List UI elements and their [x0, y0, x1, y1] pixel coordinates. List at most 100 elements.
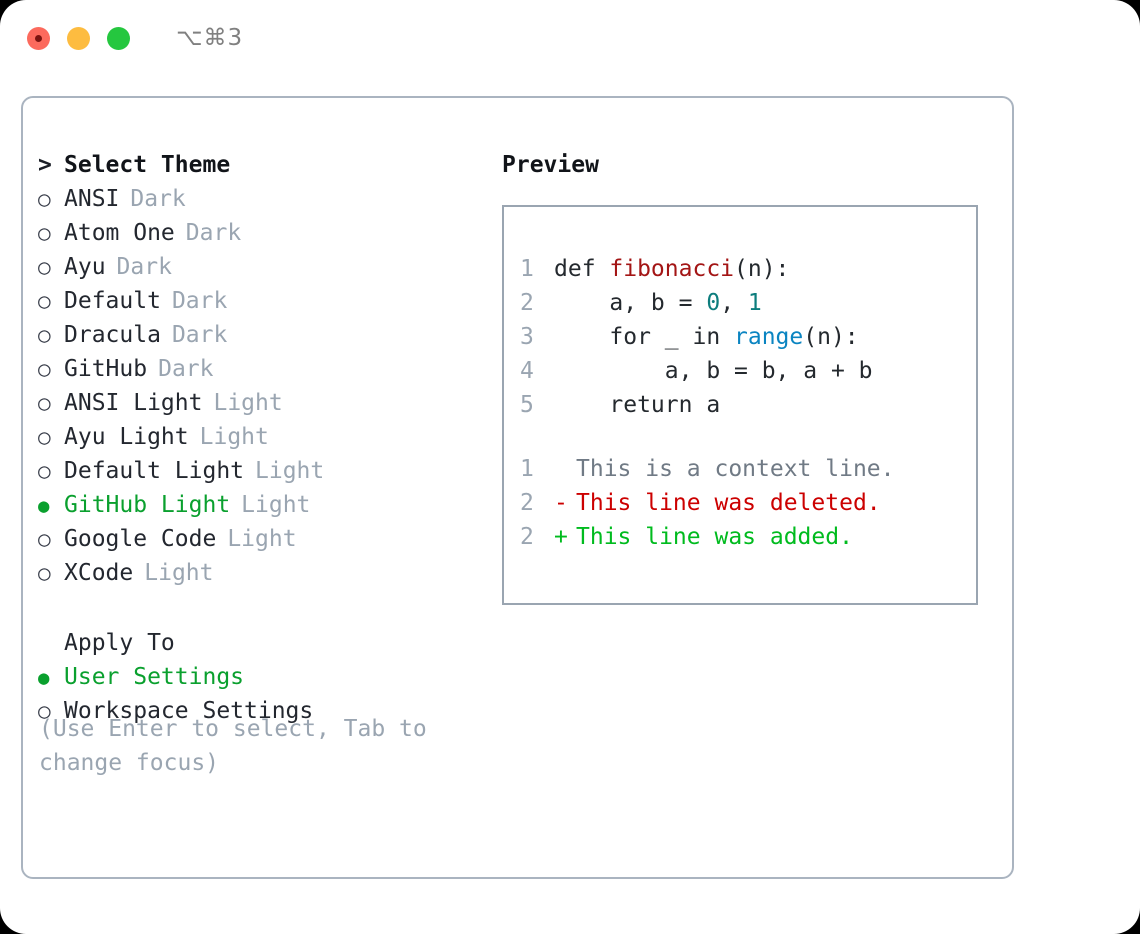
window-title: ⌥⌘3 — [176, 25, 244, 51]
theme-option-google-code[interactable]: ○ Google Code Light — [38, 522, 478, 556]
code-line: 5 return a — [520, 388, 968, 422]
diff-line-context: 1 This is a context line. — [520, 452, 968, 486]
code-line: 4 a, b = b, a + b — [520, 354, 968, 388]
radio-unselected-icon: ○ — [38, 289, 51, 313]
code-preview-area: 1 def fibonacci(n): 2 a, b = 0, 1 3 for … — [520, 252, 968, 554]
code-token: 1 — [747, 290, 762, 316]
theme-option-default[interactable]: ○ Default Dark — [38, 284, 478, 318]
theme-option-tag: Light — [255, 458, 325, 484]
code-token: (n): — [803, 324, 859, 350]
apply-to-label: Apply To — [64, 630, 175, 656]
theme-option-tag: Dark — [116, 254, 172, 280]
apply-to-option-label: User Settings — [64, 664, 245, 690]
theme-option-label: ANSI Light — [64, 390, 203, 416]
line-number: 1 — [520, 456, 534, 482]
theme-option-tag: Light — [241, 492, 311, 518]
section-spacer — [38, 590, 478, 626]
radio-unselected-icon: ○ — [38, 255, 51, 279]
diff-sign: + — [554, 524, 568, 550]
radio-unselected-icon: ○ — [38, 391, 51, 415]
code-token: a, b = b, a + b — [554, 358, 873, 384]
code-line: 1 def fibonacci(n): — [520, 252, 968, 286]
code-token: , — [720, 290, 748, 316]
line-number: 2 — [520, 490, 534, 516]
code-content: return a — [554, 388, 720, 422]
code-token: a, b = — [554, 290, 707, 316]
code-line: 3 for _ in range(n): — [520, 320, 968, 354]
diff-sign — [554, 452, 576, 486]
radio-unselected-icon: ○ — [38, 459, 51, 483]
theme-option-label: Default Light — [64, 458, 245, 484]
spacer-icon: ○ — [38, 626, 64, 660]
diff-content: This is a context line. — [554, 452, 895, 486]
diff-line-added: 2 +This line was added. — [520, 520, 968, 554]
radio-unselected-icon: ○ — [38, 425, 51, 449]
diff-spacer — [520, 422, 968, 452]
theme-option-tag: Dark — [171, 322, 228, 348]
line-number: 2 — [520, 290, 534, 316]
theme-option-label: Atom One — [64, 220, 175, 246]
theme-option-tag: Dark — [130, 186, 186, 212]
theme-option-ansi[interactable]: ○ ANSI Dark — [38, 182, 478, 216]
code-content: a, b = 0, 1 — [554, 286, 762, 320]
theme-option-github-light[interactable]: ● GitHub Light Light — [38, 488, 478, 522]
code-line: 2 a, b = 0, 1 — [520, 286, 968, 320]
preview-title: Preview — [502, 152, 599, 178]
theme-option-tag: Dark — [158, 356, 214, 382]
radio-unselected-icon: ○ — [38, 357, 51, 381]
apply-to-heading: ○ Apply To — [38, 626, 478, 660]
radio-selected-icon: ● — [38, 495, 50, 517]
zoom-window-button[interactable] — [107, 26, 130, 50]
line-number: 1 — [520, 256, 534, 282]
theme-selector: > Select Theme ○ ANSI Dark ○ Atom One Da… — [38, 148, 478, 728]
diff-text: This is a context line. — [576, 456, 895, 482]
code-content: for _ in range(n): — [554, 320, 859, 354]
code-token: def — [554, 256, 610, 282]
theme-option-label: Default — [64, 288, 161, 314]
main-panel: > Select Theme ○ ANSI Dark ○ Atom One Da… — [21, 96, 1014, 879]
radio-unselected-icon: ○ — [38, 699, 51, 723]
apply-to-option-workspace-settings[interactable]: ○ Workspace Settings — [38, 694, 478, 728]
code-content: def fibonacci(n): — [554, 252, 789, 286]
theme-option-ayu-light[interactable]: ○ Ayu Light Light — [38, 420, 478, 454]
diff-sign: - — [554, 490, 568, 516]
select-theme-label: Select Theme — [64, 152, 231, 178]
select-theme-heading: > Select Theme — [38, 148, 478, 182]
theme-option-label: XCode — [64, 560, 134, 586]
theme-option-ayu[interactable]: ○ Ayu Dark — [38, 250, 478, 284]
code-token: return a — [554, 392, 721, 418]
code-token: (n): — [734, 256, 790, 282]
apply-to-option-user-settings[interactable]: ● User Settings — [38, 660, 478, 694]
theme-option-label: Dracula — [64, 322, 161, 348]
close-window-button[interactable] — [27, 26, 50, 50]
theme-option-xcode[interactable]: ○ XCode Light — [38, 556, 478, 590]
caret-icon: > — [38, 152, 52, 178]
radio-unselected-icon: ○ — [38, 561, 51, 585]
theme-option-tag: Light — [213, 390, 283, 416]
code-token: range — [734, 324, 804, 350]
theme-option-default-light[interactable]: ○ Default Light Light — [38, 454, 478, 488]
theme-option-label: ANSI — [64, 186, 120, 212]
preview-section: Preview 1 def fibonacci(n): 2 a, b = 0, … — [502, 148, 1002, 605]
radio-selected-icon: ● — [38, 667, 50, 689]
theme-option-label: Ayu Light — [64, 424, 189, 450]
panel-body: > Select Theme ○ ANSI Dark ○ Atom One Da… — [23, 98, 1012, 877]
theme-option-label: Ayu — [64, 254, 106, 280]
line-number: 5 — [520, 392, 534, 418]
theme-option-github[interactable]: ○ GitHub Dark — [38, 352, 478, 386]
theme-option-tag: Dark — [171, 288, 228, 314]
theme-option-tag: Light — [144, 560, 214, 586]
title-bar: ⌥⌘3 — [0, 0, 1140, 76]
radio-unselected-icon: ○ — [38, 323, 51, 347]
theme-option-atom-one[interactable]: ○ Atom One Dark — [38, 216, 478, 250]
theme-option-dracula[interactable]: ○ Dracula Dark — [38, 318, 478, 352]
code-token: for _ in — [554, 324, 735, 350]
preview-box: 1 def fibonacci(n): 2 a, b = 0, 1 3 for … — [502, 205, 978, 605]
theme-option-tag: Dark — [185, 220, 242, 246]
theme-option-tag: Light — [227, 526, 297, 552]
minimize-window-button[interactable] — [67, 26, 90, 50]
theme-option-ansi-light[interactable]: ○ ANSI Light Light — [38, 386, 478, 420]
radio-unselected-icon: ○ — [38, 527, 51, 551]
diff-text: This line was added. — [576, 524, 853, 550]
